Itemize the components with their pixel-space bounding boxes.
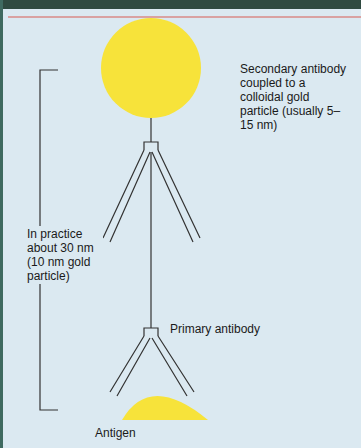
header-rule bbox=[8, 16, 361, 18]
left-edge bbox=[0, 0, 3, 448]
dimension-label: In practice about 30 nm (10 nm gold part… bbox=[25, 226, 103, 284]
callout-text: Secondary antibody coupled to a colloida… bbox=[240, 62, 348, 132]
primary-antibody bbox=[110, 328, 194, 396]
part-label: Primary antibody bbox=[170, 322, 290, 336]
antigen-shape bbox=[122, 396, 208, 420]
part-label: Antigen bbox=[95, 426, 175, 440]
top-bar bbox=[0, 0, 361, 9]
secondary-antibody bbox=[103, 118, 200, 328]
gold-particle bbox=[101, 18, 201, 118]
